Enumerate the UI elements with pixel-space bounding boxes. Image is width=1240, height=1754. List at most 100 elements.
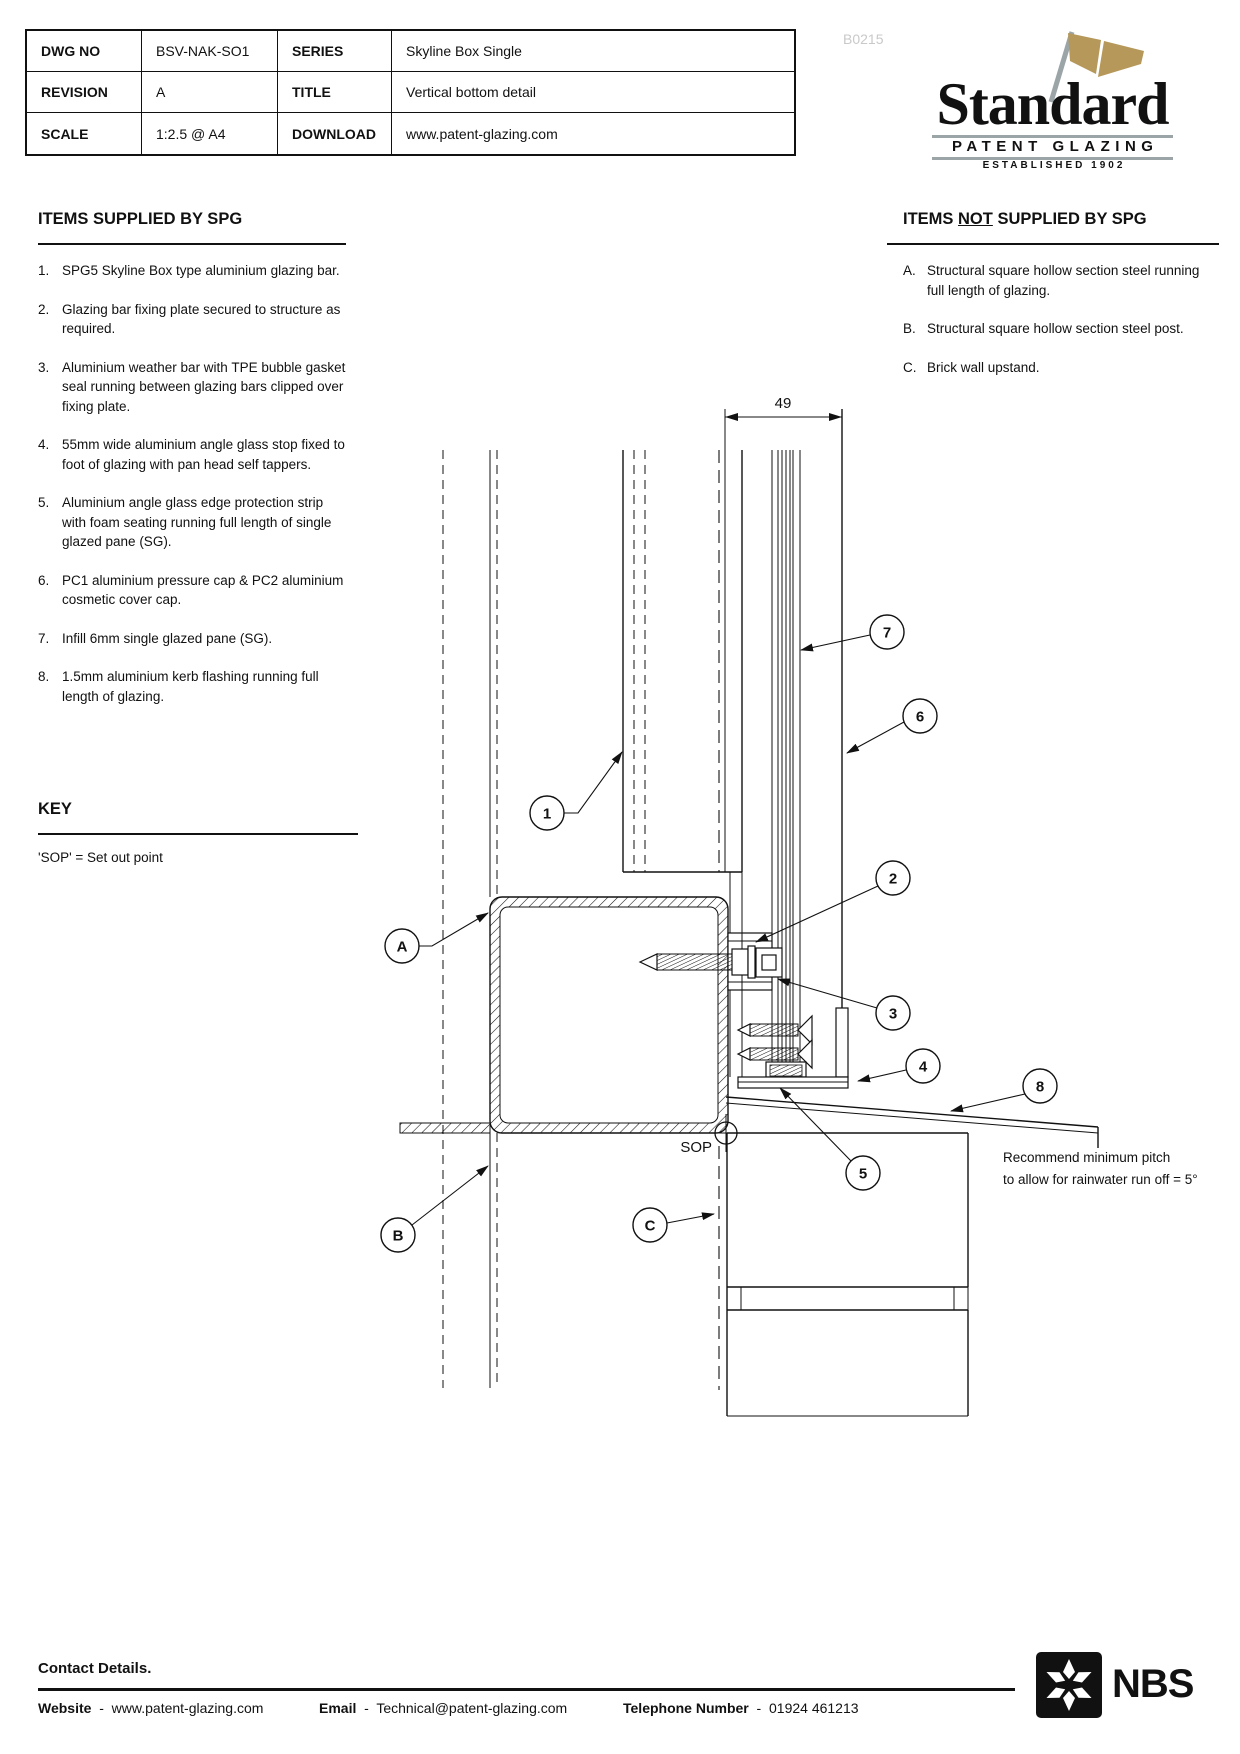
dwg-no-value: BSV-NAK-SO1 <box>142 31 278 72</box>
kerb-flashing-lines <box>725 1096 1099 1148</box>
key-section: KEY 'SOP' = Set out point <box>38 800 358 865</box>
email-link[interactable]: Technical@patent-glazing.com <box>376 1700 568 1716</box>
download-link[interactable]: www.patent-glazing.com <box>406 125 558 142</box>
item-number: 7. <box>38 630 50 646</box>
weather-bar <box>755 947 783 978</box>
svg-text:7: 7 <box>883 625 891 642</box>
nbs-logo-icon <box>1036 1652 1102 1718</box>
svg-text:2: 2 <box>889 871 897 888</box>
item-number: 3. <box>38 359 50 375</box>
callout-C: C <box>632 1207 715 1243</box>
revision-value: A <box>142 72 278 113</box>
list-item: C.Brick wall upstand. <box>903 358 1219 378</box>
logo-rule-bottom <box>932 157 1173 160</box>
revision-label: REVISION <box>27 72 142 113</box>
callout-8: 8 <box>950 1068 1058 1113</box>
svg-text:8: 8 <box>1036 1079 1044 1096</box>
item-text: Glazing bar fixing plate secured to stru… <box>62 301 341 337</box>
brick-wall <box>726 1132 969 1417</box>
series-value: Skyline Box Single <box>392 31 794 72</box>
item-text: Aluminium weather bar with TPE bubble ga… <box>62 359 346 414</box>
item-number: 5. <box>38 495 50 510</box>
item-number: 6. <box>38 572 50 588</box>
item-text: Infill 6mm single glazed pane (SG). <box>62 630 273 646</box>
svg-text:3: 3 <box>889 1006 897 1023</box>
list-item: 7. Infill 6mm single glazed pane (SG). <box>38 629 346 649</box>
list-item: 3. Aluminium weather bar with TPE bubble … <box>38 358 346 417</box>
items-not-supplied-rule <box>887 243 1219 245</box>
series-label: SERIES <box>278 31 392 72</box>
items-supplied-section: ITEMS SUPPLIED BY SPG 1.SPG5 Skyline Box… <box>38 210 346 725</box>
list-item: A.Structural square hollow section steel… <box>903 261 1219 300</box>
list-item: 2. Glazing bar fixing plate secured to st… <box>38 300 346 339</box>
title-label: TITLE <box>278 72 392 113</box>
item-number: 1. <box>38 263 50 278</box>
website-link[interactable]: www.patent-glazing.com <box>111 1700 264 1716</box>
separator: - <box>91 1700 112 1716</box>
key-title: KEY <box>38 800 72 818</box>
callout-B: B <box>380 1165 489 1253</box>
callout-7: 7 <box>800 614 905 652</box>
key-text: 'SOP' = Set out point <box>38 850 163 865</box>
pitch-note: Recommend minimum pitch to allow for rai… <box>1003 1150 1198 1187</box>
callout-layer: 1 2 3 4 5 6 7 8 A B C <box>380 614 1058 1253</box>
title-block-table: DWG NO BSV-NAK-SO1 SERIES Skyline Box Si… <box>25 29 796 156</box>
items-not-supplied-section: ITEMS NOT SUPPLIED BY SPG A. Structural s… <box>887 210 1219 396</box>
separator: - <box>748 1700 769 1716</box>
callout-5: 5 <box>779 1087 881 1191</box>
footer-email: Email - Technical@patent-glazing.com <box>319 1700 567 1716</box>
logo-name: Standard <box>936 71 1169 137</box>
phone-label: Telephone Number <box>623 1700 749 1716</box>
logo-rule-top <box>932 135 1173 138</box>
scale-label: SCALE <box>27 113 142 154</box>
contact-details-title: Contact Details. <box>38 1660 152 1677</box>
glass-and-cap-lines <box>771 409 843 1077</box>
list-item: 6.PC1 aluminium pressure cap & PC2 alumi… <box>38 571 346 610</box>
sheet-watermark: B0215 <box>843 31 884 47</box>
download-label: DOWNLOAD <box>278 113 392 154</box>
item-text: 55mm wide aluminium angle glass stop fix… <box>62 437 345 472</box>
glass-stop <box>736 1007 849 1089</box>
items-supplied-list: 1.SPG5 Skyline Box type aluminium glazin… <box>38 261 346 706</box>
svg-text:B: B <box>393 1228 404 1245</box>
item-text: Structural square hollow section steel p… <box>927 321 1184 336</box>
callout-6: 6 <box>846 698 938 754</box>
pitch-note-line2: to allow for rainwater run off = 5° <box>1003 1172 1198 1187</box>
logo-established: ESTABLISHED 1902 <box>982 160 1126 171</box>
svg-text:1: 1 <box>543 806 551 823</box>
fixing-screw <box>638 945 756 979</box>
website-label: Website <box>38 1700 92 1716</box>
items-not-supplied-list: A. Structural square hollow section steel… <box>903 261 1219 377</box>
callout-A: A <box>384 912 489 964</box>
item-text: Aluminium angle glass edge protection st… <box>62 495 332 549</box>
item-letter: B. <box>903 321 916 336</box>
list-item: B. Structural square hollow section steel… <box>903 319 1219 339</box>
nbs-logo-text: NBS <box>1112 1662 1194 1706</box>
item-letter: A. <box>903 263 916 278</box>
phone-value: 01924 461213 <box>769 1700 859 1716</box>
svg-text:6: 6 <box>916 709 924 726</box>
flag-icon <box>1048 31 1144 103</box>
footer-phone: Telephone Number - 01924 461213 <box>623 1700 859 1716</box>
items-not-supplied-title: ITEMS NOT SUPPLIED BY SPG <box>903 210 1147 228</box>
list-item: 1.SPG5 Skyline Box type aluminium glazin… <box>38 261 346 281</box>
pitch-note-line1: Recommend minimum pitch <box>1003 1150 1170 1165</box>
email-label: Email <box>319 1700 357 1716</box>
svg-text:4: 4 <box>919 1059 928 1076</box>
items-supplied-rule <box>38 243 346 245</box>
shs-steel-section <box>399 896 729 1134</box>
item-number: 2. <box>38 301 50 317</box>
separator: - <box>356 1700 377 1716</box>
sop-marker: SOP <box>680 1114 745 1156</box>
callout-1: 1 <box>529 751 623 831</box>
svg-text:A: A <box>397 939 408 956</box>
item-number: 4. <box>38 437 50 452</box>
dimension-49: 49 <box>725 395 842 421</box>
item-text: Brick wall upstand. <box>927 359 1040 375</box>
svg-text:C: C <box>645 1218 656 1235</box>
sop-label: SOP <box>680 1139 712 1156</box>
key-rule <box>38 833 358 835</box>
logo-subtitle: PATENT GLAZING <box>952 138 1159 155</box>
title-value: Vertical bottom detail <box>392 72 794 113</box>
